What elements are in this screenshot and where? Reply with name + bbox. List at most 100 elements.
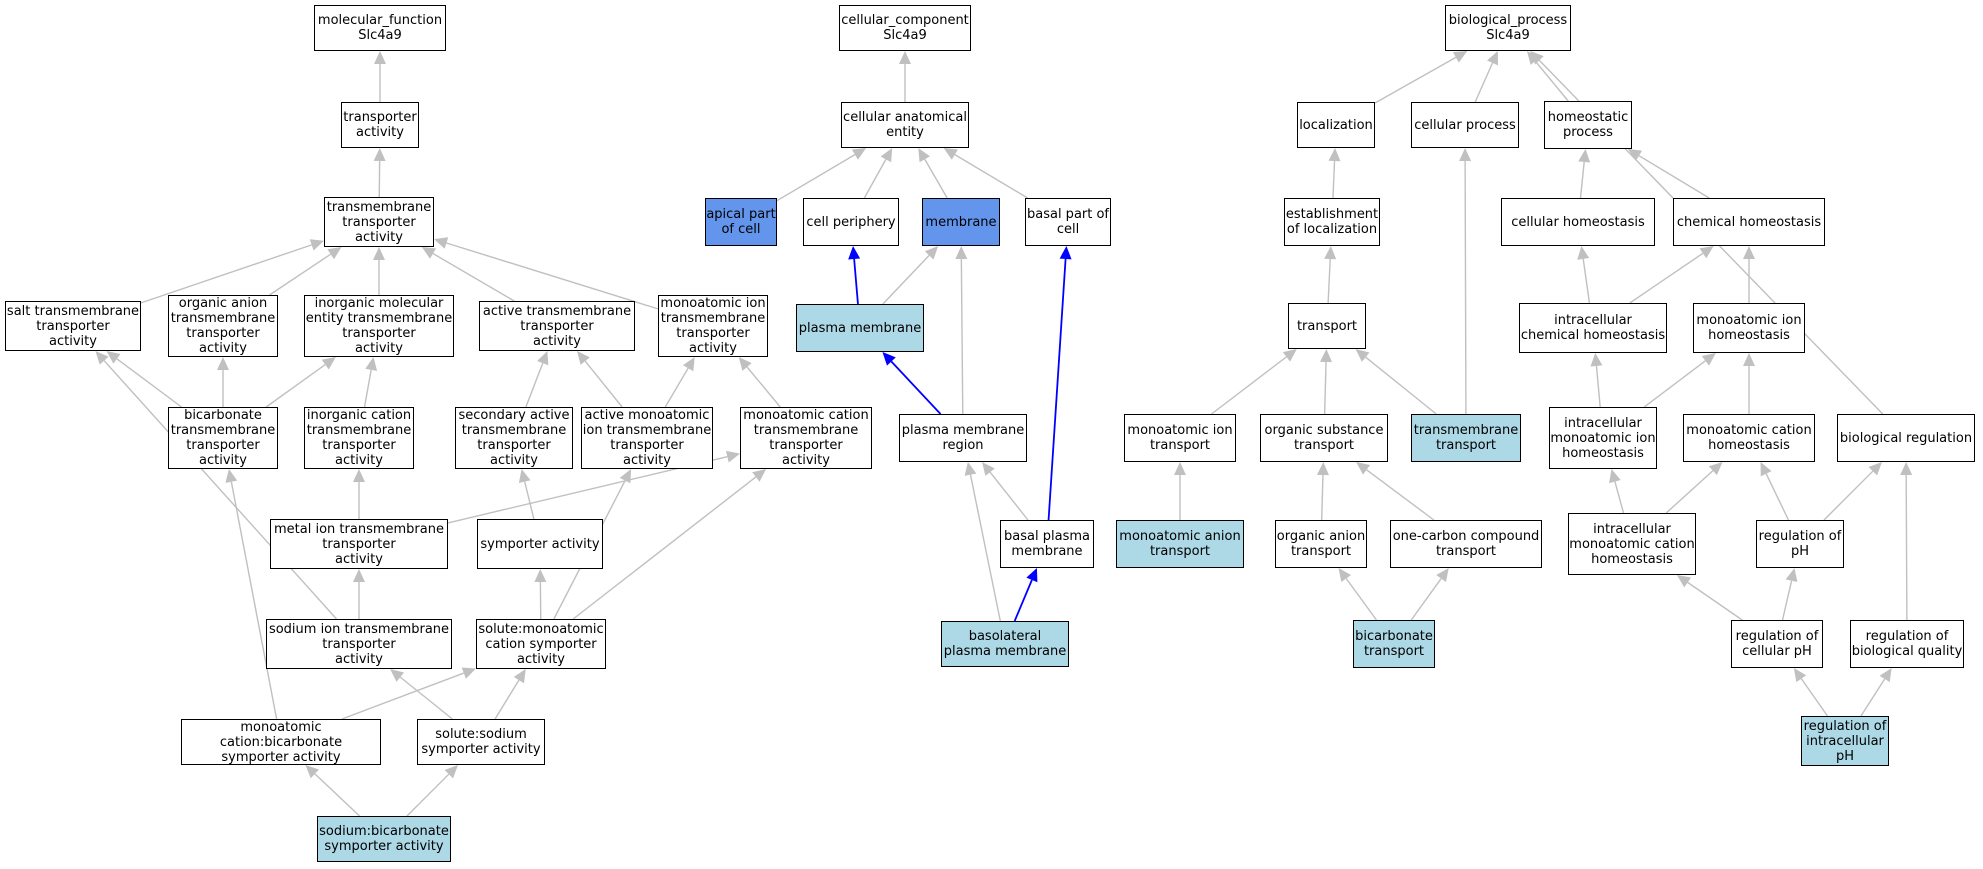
arrowhead-icon	[1900, 462, 1913, 476]
edge-line	[446, 242, 659, 310]
arrowhead-icon	[577, 351, 590, 365]
node-monoatomic-ion-homeostasis[interactable]: monoatomic ion homeostasis	[1693, 303, 1805, 353]
edge-intracellular_ion_homeostasis-to-intracellular_chem_homeostasis	[1590, 353, 1603, 408]
node-regulation-bio-quality[interactable]: regulation of biological quality	[1850, 620, 1964, 668]
node-transport[interactable]: transport	[1288, 303, 1366, 349]
arrowhead-icon	[943, 148, 958, 160]
arrowhead-icon	[1760, 462, 1772, 477]
node-establishment-localization[interactable]: establishment of localization	[1284, 198, 1380, 246]
node-inorganic-cation-tm[interactable]: inorganic cation transmembrane transport…	[304, 407, 414, 469]
arrowhead-icon	[725, 450, 740, 463]
node-bp-root[interactable]: biological_process Slc4a9	[1445, 5, 1571, 51]
edge-line	[363, 369, 372, 408]
edge-sodium_bicarbonate_symporter-to-cation_bicarbonate_symporter	[305, 765, 361, 817]
node-basal-pm[interactable]: basal plasma membrane	[1000, 520, 1094, 568]
node-basal-part[interactable]: basal part of cell	[1025, 198, 1111, 246]
arrowhead-icon	[1324, 246, 1337, 260]
node-apical-part[interactable]: apical part of cell	[705, 198, 777, 246]
node-basolateral-pm[interactable]: basolateral plasma membrane	[941, 621, 1069, 667]
edge-line	[1332, 160, 1336, 199]
node-sodium-ion-tm[interactable]: sodium ion transmembrane transporter act…	[266, 619, 452, 669]
arrowhead-icon	[461, 667, 476, 679]
node-biological-regulation[interactable]: biological regulation	[1837, 414, 1975, 462]
edge-plasma_membrane-to-membrane	[882, 246, 939, 305]
node-organic-anion-transport[interactable]: organic anion transport	[1275, 520, 1367, 568]
node-transporter-activity[interactable]: transporter activity	[341, 102, 419, 148]
node-symporter[interactable]: symporter activity	[477, 519, 603, 569]
node-organic-substance-transport[interactable]: organic substance transport	[1260, 414, 1388, 462]
node-monoatomic-ion-tm[interactable]: monoatomic ion transmembrane transporter…	[658, 295, 768, 357]
edge-establishment_localization-to-localization	[1328, 148, 1341, 199]
edge-line	[1905, 474, 1908, 621]
arrowhead-icon	[1785, 568, 1798, 583]
edge-line	[140, 244, 312, 304]
edge-line	[1320, 474, 1324, 521]
node-membrane[interactable]: membrane	[922, 198, 1000, 246]
edge-line	[525, 362, 544, 408]
node-solute-sodium-symporter[interactable]: solute:sodium symporter activity	[417, 719, 545, 765]
node-active-monoatomic-ion-tm[interactable]: active monoatomic ion transmembrane tran…	[581, 407, 713, 469]
node-organic-anion-tm[interactable]: organic anion transmembrane transporter …	[168, 295, 278, 357]
arrowhead-icon	[518, 469, 531, 484]
edge-regulation_intracellular_ph-to-regulation_cellular_ph	[1793, 668, 1829, 717]
node-localization[interactable]: localization	[1297, 102, 1375, 148]
edge-monoatomic_ion_tm-to-tm_transporter	[434, 237, 659, 310]
node-salt-tm[interactable]: salt transmembrane transporter activity	[5, 301, 141, 351]
arrowhead-icon	[321, 357, 336, 370]
node-cell-periphery[interactable]: cell periphery	[803, 198, 899, 246]
node-regulation-ph[interactable]: regulation of pH	[1756, 520, 1844, 568]
edge-symporter-to-secondary_active_tm	[518, 469, 535, 520]
edge-bicarbonate_transport-to-one_carbon_transport	[1410, 568, 1449, 621]
node-chemical-homeostasis[interactable]: chemical homeostasis	[1673, 198, 1825, 246]
node-cellular-anatomical-entity[interactable]: cellular anatomical entity	[841, 102, 969, 148]
node-homeostatic-process[interactable]: homeostatic process	[1544, 101, 1632, 149]
node-monoatomic-anion-transport[interactable]: monoatomic anion transport	[1116, 520, 1244, 568]
arrowhead-icon	[225, 469, 238, 483]
node-bicarbonate-tm[interactable]: bicarbonate transmembrane transporter ac…	[168, 407, 278, 469]
node-cc-root[interactable]: cellular_component Slc4a9	[839, 5, 971, 51]
node-monoatomic-cation-homeostasis[interactable]: monoatomic cation homeostasis	[1683, 414, 1815, 462]
node-bicarbonate-transport[interactable]: bicarbonate transport	[1353, 620, 1435, 668]
edge-localization-to-bp_root	[1374, 51, 1468, 104]
node-monoatomic-ion-transport[interactable]: monoatomic ion transport	[1124, 414, 1236, 462]
edge-cation_bicarbonate_symporter-to-bicarbonate_tm	[225, 469, 278, 720]
edge-chemical_homeostasis-to-homeostatic_process	[1627, 149, 1710, 199]
edge-line	[1345, 578, 1378, 621]
edge-line	[853, 258, 859, 305]
edge-monoatomic_anion_transport-to-monoatomic_ion_transport	[1174, 462, 1186, 520]
node-tm-transporter[interactable]: transmembrane transporter activity	[324, 197, 434, 247]
edge-sodium_ion_tm-to-metal_ion_tm	[353, 569, 365, 619]
edge-line	[746, 366, 781, 408]
node-active-tm[interactable]: active transmembrane transporter activit…	[479, 301, 635, 351]
node-intracellular-cation-homeostasis[interactable]: intracellular monoatomic cation homeosta…	[1568, 513, 1696, 575]
edge-metal_ion_tm-to-inorganic_cation_tm	[353, 469, 365, 519]
node-sodium-bicarbonate-symporter[interactable]: sodium:bicarbonate symporter activity	[317, 816, 451, 862]
node-monoatomic-cation-tm[interactable]: monoatomic cation transmembrane transpor…	[740, 407, 872, 469]
node-secondary-active-tm[interactable]: secondary active transmembrane transport…	[455, 407, 573, 469]
node-intracellular-ion-homeostasis[interactable]: intracellular monoatomic ion homeostasis	[1549, 407, 1657, 469]
node-inorganic-mol-tm[interactable]: inorganic molecular entity transmembrane…	[304, 295, 454, 357]
arrowhead-icon	[1436, 568, 1449, 583]
node-one-carbon-transport[interactable]: one-carbon compound transport	[1390, 520, 1542, 568]
arrowhead-icon	[374, 51, 386, 64]
arrowhead-icon	[1609, 469, 1621, 484]
node-regulation-cellular-ph[interactable]: regulation of cellular pH	[1731, 620, 1823, 668]
edge-monoatomic_ion_homeostasis-to-chemical_homeostasis	[1743, 246, 1755, 303]
node-cellular-homeostasis[interactable]: cellular homeostasis	[1501, 198, 1655, 246]
node-regulation-intracellular-ph[interactable]: regulation of intracellular pH	[1801, 716, 1889, 766]
edge-bicarbonate_tm-to-organic_anion_tm	[217, 357, 229, 407]
arrowhead-icon	[327, 247, 342, 260]
node-intracellular-chem-homeostasis[interactable]: intracellular chemical homeostasis	[1519, 303, 1667, 353]
node-cation-bicarbonate-symporter[interactable]: monoatomic cation:bicarbonate symporter …	[181, 719, 381, 765]
node-plasma-membrane[interactable]: plasma membrane	[796, 304, 924, 352]
node-metal-ion-tm[interactable]: metal ion transmembrane transporter acti…	[270, 519, 448, 569]
node-pm-region[interactable]: plasma membrane region	[899, 414, 1027, 462]
node-solute-cation-symporter[interactable]: solute:monoatomic cation symporter activ…	[476, 619, 606, 669]
node-transmembrane-transport[interactable]: transmembrane transport	[1411, 414, 1521, 462]
node-cellular-process[interactable]: cellular process	[1411, 102, 1519, 148]
edge-solute_sodium_symporter-to-solute_cation_symporter	[494, 669, 526, 720]
edge-line	[1781, 580, 1793, 621]
node-mf-root[interactable]: molecular_function Slc4a9	[314, 5, 446, 51]
edge-monoatomic_ion_transport-to-transport	[1211, 349, 1297, 415]
